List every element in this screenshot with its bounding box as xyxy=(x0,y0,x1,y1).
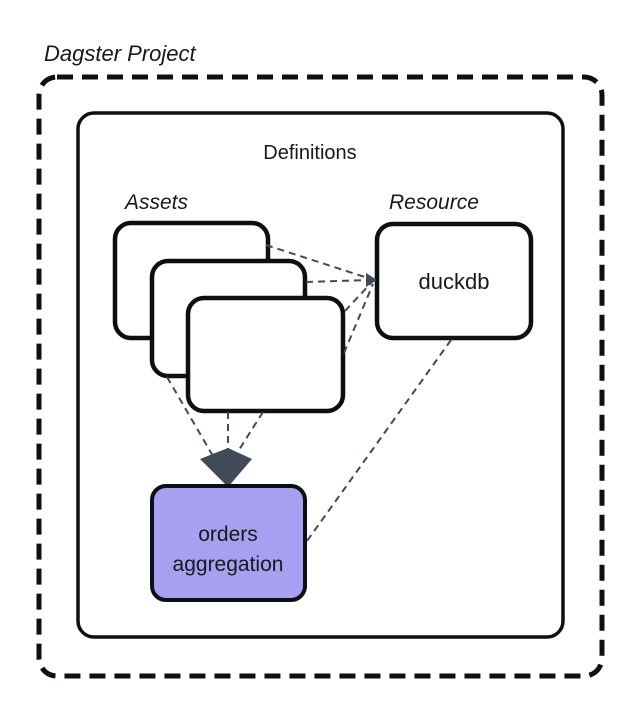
duckdb-label: duckdb xyxy=(419,269,490,294)
definitions-box xyxy=(76,111,565,639)
orders-aggregation-label-line1: orders xyxy=(198,523,258,546)
project-title: Dagster Project xyxy=(44,41,197,66)
assets-group-label: Assets xyxy=(123,191,189,214)
duckdb-node xyxy=(374,221,534,341)
resource-group-label: Resource xyxy=(389,191,479,214)
orders-aggregation-label-line2: aggregation xyxy=(173,553,284,576)
edge-duckdb-to-aggregation xyxy=(306,339,452,542)
edge-asset-back-to-duckdb xyxy=(265,244,372,280)
orders-aggregation-node xyxy=(150,484,307,602)
definitions-label: Definitions xyxy=(263,142,356,164)
edge-asset-front-side-to-duckdb xyxy=(343,283,374,354)
edge-asset-front-right-to-aggregation xyxy=(236,411,264,454)
aggregation-arrowhead-icon xyxy=(200,448,252,487)
asset-card-front xyxy=(185,295,346,414)
edge-asset-front-top-to-duckdb xyxy=(344,281,373,312)
edge-asset-middle-to-aggregation xyxy=(166,376,214,457)
project-container-box xyxy=(36,74,605,679)
edge-asset-middle-to-duckdb xyxy=(305,279,372,283)
duckdb-arrowhead-icon xyxy=(366,273,377,287)
